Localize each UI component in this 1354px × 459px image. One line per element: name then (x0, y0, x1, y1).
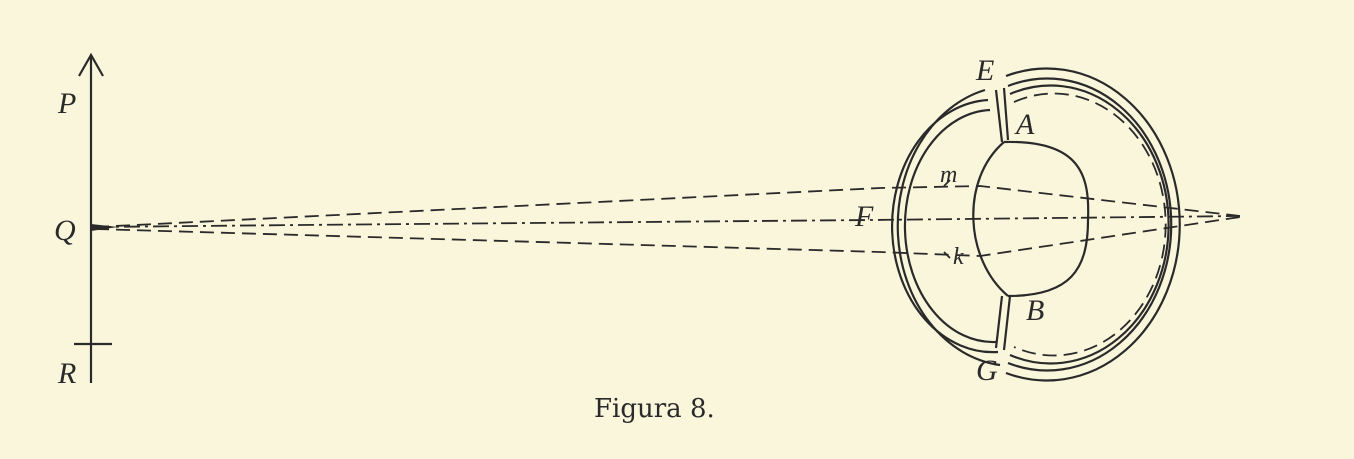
upper-ray (94, 185, 1241, 228)
label-g: G (976, 354, 998, 387)
sclera-inner (1007, 77, 1173, 372)
lens-back (1003, 140, 1090, 298)
choroid (1009, 84, 1170, 365)
label-f: F (854, 200, 874, 233)
object-arrow (74, 52, 118, 383)
lens-hook-m (943, 179, 951, 187)
label-r: R (57, 357, 76, 390)
lower-ray (94, 216, 1241, 257)
label-b: B (1026, 294, 1044, 327)
iris-upper-left (994, 89, 1004, 143)
lens-front (972, 141, 1009, 297)
label-k: k (953, 244, 964, 270)
retina-dashed (1013, 92, 1167, 357)
ray-bundle (94, 185, 1241, 257)
arrow-head (78, 52, 104, 77)
lens-hook-k (943, 251, 951, 259)
label-p: P (57, 87, 76, 120)
eye (890, 67, 1181, 382)
label-m: m (940, 162, 957, 188)
cornea-inner (903, 108, 997, 344)
cornea-middle (890, 98, 999, 354)
iris-upper-right (1002, 87, 1010, 141)
iris-lower-right (1002, 295, 1012, 351)
label-q: Q (54, 214, 76, 247)
sclera-outer (1005, 67, 1181, 382)
cornea-outer (896, 88, 1001, 367)
label-a: A (1014, 108, 1035, 141)
figure-caption: Figura 8. (594, 394, 715, 424)
iris-lower-left (994, 295, 1004, 349)
label-e: E (975, 54, 994, 87)
central-ray (94, 215, 1241, 228)
